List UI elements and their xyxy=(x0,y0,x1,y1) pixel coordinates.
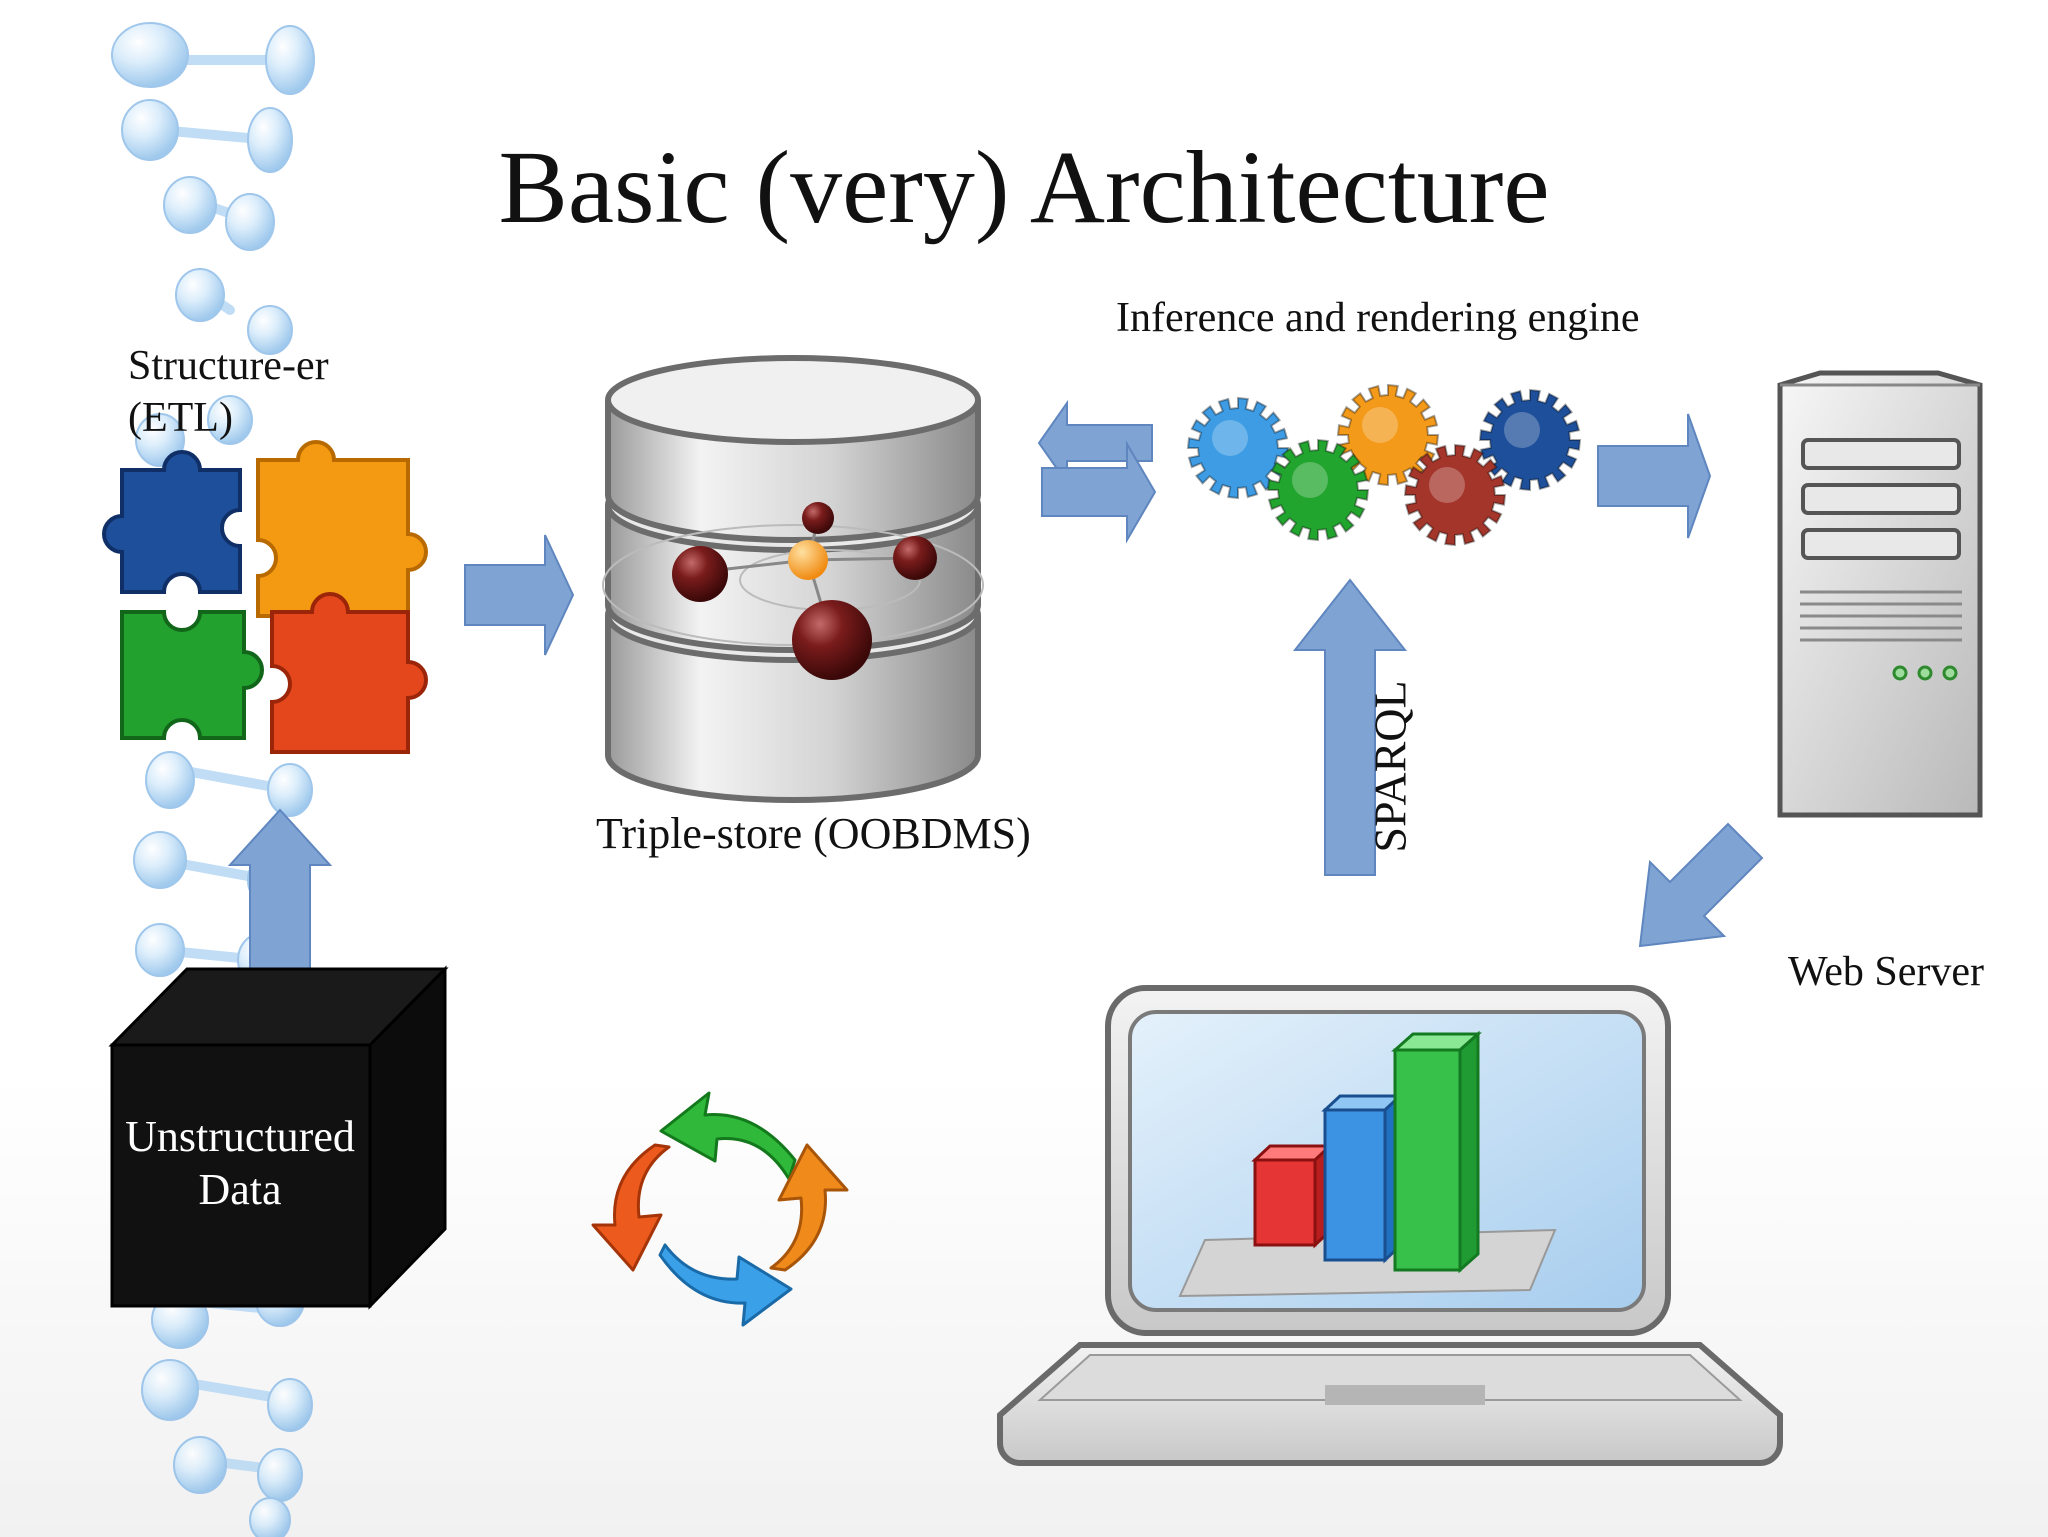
gear-highlight xyxy=(1212,420,1248,456)
inference-engine-label: Inference and rendering engine xyxy=(1116,295,1640,341)
gear-icon xyxy=(1336,383,1440,487)
arrow-up-icon xyxy=(1292,578,1408,876)
flow-arrows xyxy=(227,399,1764,976)
arrow-right-icon xyxy=(1041,440,1157,544)
web-server-label: Web Server xyxy=(1788,949,1985,995)
gear-icon xyxy=(1478,388,1582,492)
arrow-right-icon xyxy=(1597,413,1712,539)
laptop-icon xyxy=(997,985,1783,1466)
structurer-label: Structure-er (ETL) xyxy=(128,343,329,441)
gear-highlight xyxy=(1292,462,1328,498)
bar-chart-icon xyxy=(1178,1030,1557,1298)
arrow-right-icon xyxy=(464,534,575,656)
gear-icon xyxy=(1266,438,1370,542)
gear-icon xyxy=(1186,396,1290,500)
sparql-label: SPARQL xyxy=(1364,680,1416,853)
arrow-up-icon xyxy=(227,808,333,976)
gears-icon xyxy=(1186,383,1582,547)
black-box-icon xyxy=(108,965,449,1310)
unstructured-data-label: Unstructured Data xyxy=(125,1112,355,1214)
puzzle-icon xyxy=(102,440,428,754)
page-title: Basic (very) Architecture xyxy=(498,130,1550,245)
server-icon xyxy=(1777,370,1983,818)
dna-helix-icon xyxy=(111,22,315,1537)
triple-store-label: Triple-store (OOBDMS) xyxy=(596,809,1031,858)
cycle-arrows-icon xyxy=(591,1091,849,1327)
database-icon xyxy=(602,355,984,803)
gear-icon xyxy=(1403,443,1507,547)
gear-highlight xyxy=(1362,407,1398,443)
gear-highlight xyxy=(1429,467,1465,503)
gear-highlight xyxy=(1504,412,1540,448)
arrow-down-left-icon xyxy=(1638,822,1764,948)
